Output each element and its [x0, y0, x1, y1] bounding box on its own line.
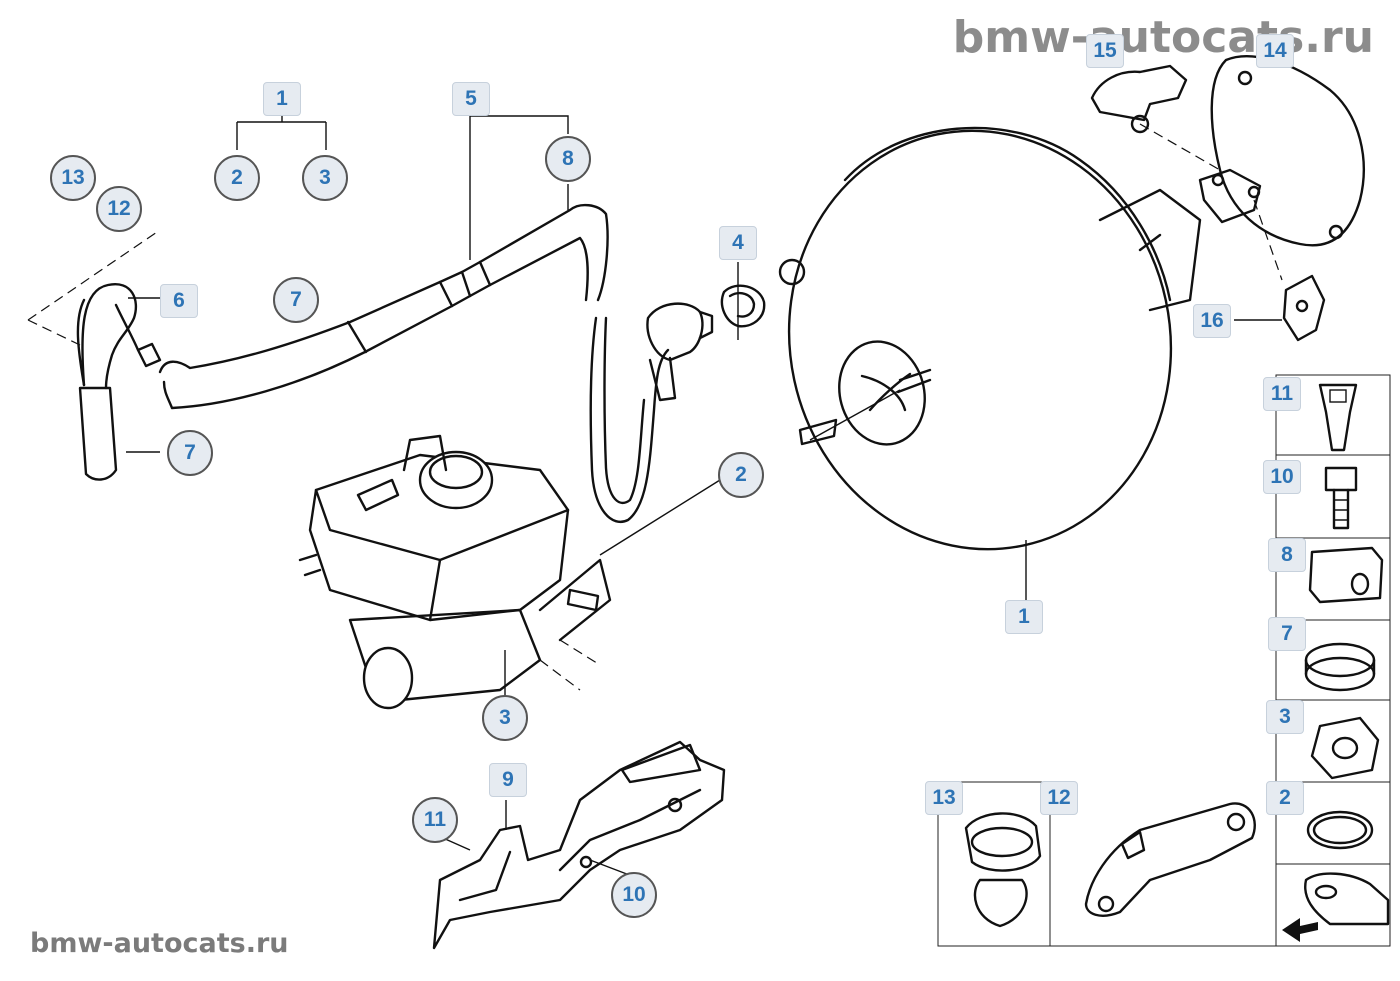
legend-label-10[interactable]: 10 [1263, 460, 1301, 494]
check-valve [646, 284, 766, 402]
callout-2-top[interactable]: 2 [214, 155, 260, 201]
legend-label-11[interactable]: 11 [1263, 377, 1301, 411]
callout-13-box[interactable]: 13 [925, 781, 963, 815]
callout-14[interactable]: 14 [1256, 34, 1294, 68]
elbow-hose [27, 229, 162, 481]
callout-9[interactable]: 9 [489, 763, 527, 797]
callout-5[interactable]: 5 [452, 82, 490, 116]
callout-11-bracket[interactable]: 11 [412, 797, 458, 843]
legend-label-7[interactable]: 7 [1268, 617, 1306, 651]
watermark-bottom: bmw-autocats.ru [30, 928, 289, 959]
callout-3-nut[interactable]: 3 [482, 695, 528, 741]
legend-label-3[interactable]: 3 [1266, 700, 1304, 734]
callout-1-booster[interactable]: 1 [1005, 600, 1043, 634]
callout-6[interactable]: 6 [160, 284, 198, 318]
callout-15[interactable]: 15 [1086, 34, 1124, 68]
bracket-9 [432, 740, 726, 950]
callout-4[interactable]: 4 [719, 226, 757, 260]
callout-16[interactable]: 16 [1193, 304, 1231, 338]
vacuum-hose [158, 184, 670, 523]
callout-10-bracket[interactable]: 10 [611, 872, 657, 918]
callout-8[interactable]: 8 [545, 136, 591, 182]
callout-12-left[interactable]: 12 [96, 186, 142, 232]
brake-booster [778, 126, 1202, 600]
callout-7-hose[interactable]: 7 [273, 277, 319, 323]
legend-label-8[interactable]: 8 [1268, 538, 1306, 572]
clip-16 [1234, 274, 1326, 342]
tree-lines-5 [469, 115, 569, 260]
callout-1-top[interactable]: 1 [263, 82, 301, 116]
callout-13-left[interactable]: 13 [50, 155, 96, 201]
master-cylinder [298, 434, 612, 710]
clevis-gasket [1090, 55, 1365, 281]
callout-3-top[interactable]: 3 [302, 155, 348, 201]
legend-label-2[interactable]: 2 [1266, 781, 1304, 815]
legend-icons [1282, 383, 1390, 942]
watermark-top: bmw-autocats.ru [952, 12, 1374, 63]
callout-2-gasket[interactable]: 2 [718, 452, 764, 498]
legend-frame [1275, 374, 1391, 947]
callout-12-box[interactable]: 12 [1040, 781, 1078, 815]
callout-7-end[interactable]: 7 [167, 430, 213, 476]
boxed-parts [937, 781, 1276, 947]
tree-lines-1 [236, 115, 327, 150]
